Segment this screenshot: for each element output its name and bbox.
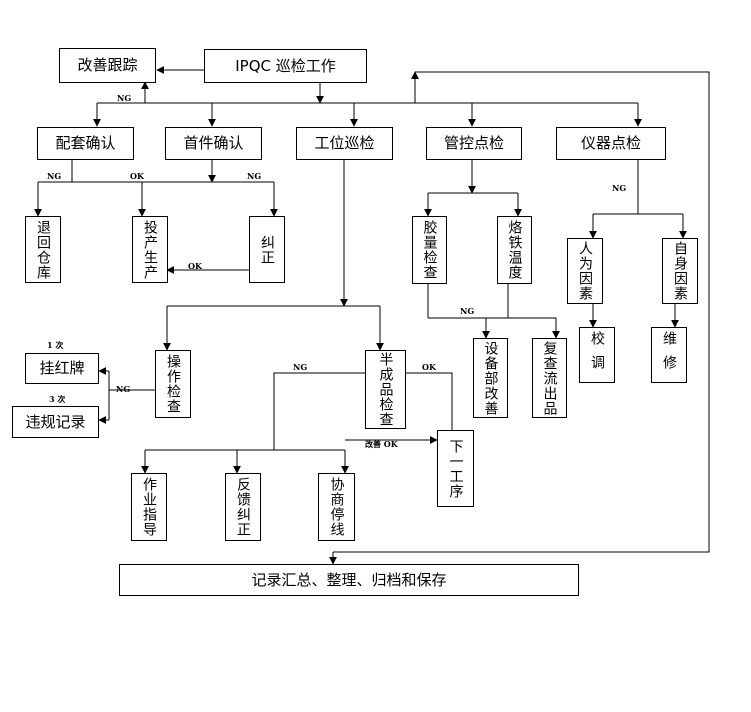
node-operation-check: 操作检查	[155, 350, 191, 418]
node-next-process: 下一工序	[437, 430, 474, 507]
node-matching-confirm-label: 配套确认	[55, 134, 116, 152]
node-ipqc: IPQC 巡检工作	[204, 49, 367, 83]
node-semi-product-check-label: 半成品检查	[377, 352, 394, 427]
edge-label-ng-operation: NG	[116, 384, 131, 394]
node-return-warehouse-label: 退回仓库	[35, 219, 51, 280]
node-instrument-check-label: 仪器点检	[580, 134, 641, 152]
node-feedback-correct: 反馈纠正	[225, 473, 261, 541]
node-soldering-temp: 烙铁温度	[497, 216, 532, 284]
node-put-production: 投产生产	[132, 216, 168, 283]
edge-label-ok-match: OK	[130, 171, 144, 181]
node-first-piece-confirm-label: 首件确认	[183, 134, 244, 152]
node-glue-amount-check-label: 胶量检查	[421, 220, 438, 280]
node-put-production-label: 投产生产	[142, 219, 158, 280]
edge-label-ng-control: NG	[460, 306, 475, 316]
node-negotiate-stop: 协商停线	[318, 473, 355, 541]
node-improve-track-label: 改善跟踪	[77, 56, 138, 74]
node-feedback-correct-label: 反馈纠正	[235, 477, 251, 537]
semi-ng-path	[273, 372, 365, 450]
node-station-patrol-label: 工位巡检	[314, 134, 375, 152]
node-summary: 记录汇总、整理、归档和保存	[119, 564, 579, 596]
node-summary-label: 记录汇总、整理、归档和保存	[251, 570, 447, 589]
node-improve-track: 改善跟踪	[59, 48, 156, 83]
node-first-piece-confirm: 首件确认	[165, 127, 262, 160]
node-calibrate-label: 校调	[589, 331, 605, 379]
node-violation-record-label: 违规记录	[25, 412, 86, 431]
node-recheck-outflow: 复查流出品	[532, 338, 567, 418]
node-next-process-label: 下一工序	[447, 438, 464, 499]
edge-label-ng-instrument: NG	[612, 183, 627, 193]
node-correct: 纠正	[249, 216, 285, 283]
node-operation-check-label: 操作检查	[165, 354, 181, 414]
edge-label-improve-ok: 改善 OK	[365, 439, 398, 449]
node-return-warehouse: 退回仓库	[25, 216, 61, 283]
node-recheck-outflow-label: 复查流出品	[541, 340, 558, 416]
node-self-factor-label: 自身因素	[672, 241, 688, 301]
node-instrument-check: 仪器点检	[556, 127, 666, 160]
node-ipqc-label: IPQC 巡检工作	[235, 56, 336, 75]
node-station-patrol: 工位巡检	[296, 127, 393, 160]
node-work-guidance-label: 作业指导	[141, 477, 157, 537]
edge-label-ng-match: NG	[47, 171, 62, 181]
node-glue-amount-check: 胶量检查	[412, 216, 447, 284]
node-control-point-check: 管控点检	[426, 127, 522, 160]
semi-ok-path	[406, 372, 453, 430]
node-negotiate-stop-label: 协商停线	[328, 477, 345, 537]
edge-label-first-time: 1 次	[47, 340, 64, 350]
node-violation-record: 违规记录	[12, 406, 99, 438]
node-self-factor: 自身因素	[662, 238, 698, 304]
node-hang-red-card-label: 挂红牌	[39, 359, 85, 377]
node-hang-red-card: 挂红牌	[25, 353, 99, 384]
node-equipment-improve: 设备部改善	[473, 338, 508, 418]
node-maintain: 维修	[651, 327, 687, 383]
edge-label-ok-semi: OK	[422, 362, 436, 372]
node-calibrate: 校调	[579, 327, 615, 383]
loop-right	[333, 71, 710, 553]
node-equipment-improve-label: 设备部改善	[482, 340, 499, 416]
node-semi-product-check: 半成品检查	[365, 350, 406, 429]
node-work-guidance: 作业指导	[131, 473, 167, 541]
node-control-point-check-label: 管控点检	[443, 134, 504, 152]
edge-label-ng-top: NG	[117, 93, 132, 103]
node-human-factor-label: 人为因素	[577, 241, 593, 301]
node-correct-label: 纠正	[259, 234, 275, 265]
edge-label-ng-semi: NG	[293, 362, 308, 372]
node-human-factor: 人为因素	[567, 238, 603, 304]
edge-label-ng-first: NG	[247, 171, 262, 181]
node-maintain-label: 维修	[661, 331, 677, 379]
node-soldering-temp-label: 烙铁温度	[506, 220, 523, 280]
edge-label-ok-correct: OK	[188, 261, 202, 271]
node-matching-confirm: 配套确认	[37, 127, 134, 160]
edge-label-third-time: 3 次	[49, 394, 66, 404]
